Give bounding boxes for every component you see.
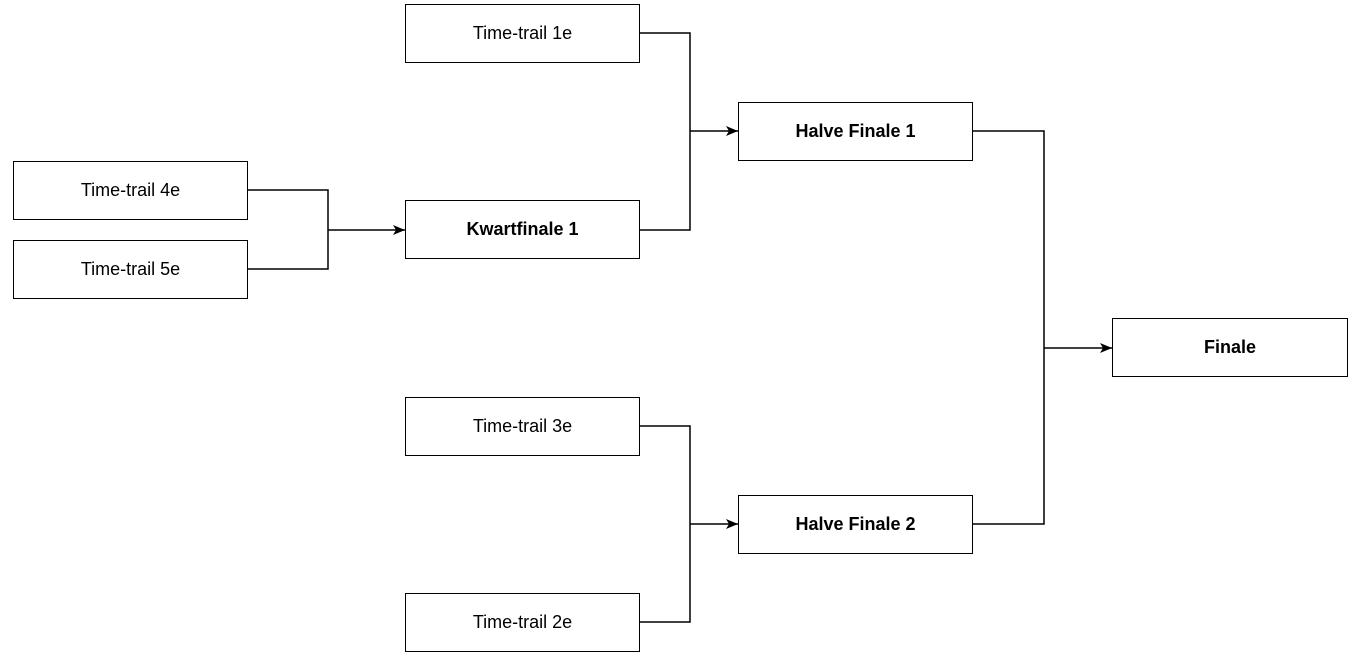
connector-tt1-to-hf1 (640, 32, 691, 131)
node-label: Kwartfinale 1 (466, 219, 579, 239)
connector-tt5-to-kf1 (248, 230, 329, 270)
node-time-trail-3e: Time-trail 3e (405, 397, 640, 456)
connector-tt4-to-kf1 (248, 189, 329, 230)
node-time-trail-2e: Time-trail 2e (405, 593, 640, 652)
node-halve-finale-1: Halve Finale 1 (738, 102, 973, 161)
node-label: Time-trail 1e (472, 23, 573, 43)
node-label: Halve Finale 2 (795, 514, 916, 534)
connector-tt2-to-hf2 (640, 524, 691, 623)
node-label: Time-trail 2e (472, 612, 573, 632)
node-time-trail-4e: Time-trail 4e (13, 161, 248, 220)
node-time-trail-5e: Time-trail 5e (13, 240, 248, 299)
node-label: Time-trail 5e (80, 259, 181, 279)
connector-tt3-to-hf2 (640, 425, 691, 524)
node-label: Time-trail 4e (80, 180, 181, 200)
connector-hf2-to-fin (973, 348, 1045, 525)
node-finale: Finale (1112, 318, 1348, 377)
node-label: Time-trail 3e (472, 416, 573, 436)
node-kwartfinale-1: Kwartfinale 1 (405, 200, 640, 259)
node-label: Halve Finale 1 (795, 121, 916, 141)
node-label: Finale (1203, 337, 1256, 357)
node-halve-finale-2: Halve Finale 2 (738, 495, 973, 554)
connector-kf1-to-hf1 (640, 131, 691, 231)
connector-hf1-to-fin (973, 130, 1045, 348)
node-time-trail-1e: Time-trail 1e (405, 4, 640, 63)
